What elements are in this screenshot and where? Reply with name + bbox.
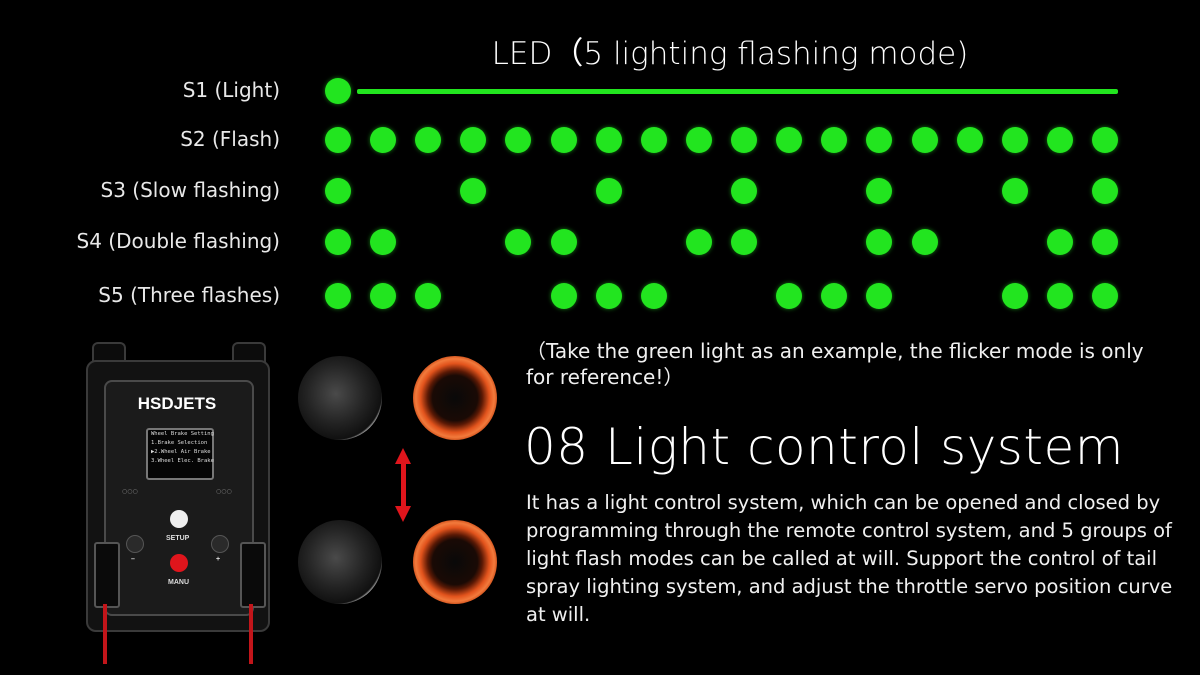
servo-lamp-bottom <box>298 520 382 604</box>
section-heading: 08 Light control system <box>524 418 1124 476</box>
led-dot <box>731 229 758 255</box>
led-dot <box>911 127 938 153</box>
manu-button[interactable] <box>170 554 188 572</box>
led-dot <box>370 127 397 153</box>
led-dot <box>325 229 351 255</box>
connector-left <box>94 542 120 608</box>
led-dot <box>505 229 532 255</box>
minus-button[interactable] <box>126 535 144 553</box>
connector-right <box>240 542 266 608</box>
arrow-down-icon <box>395 506 411 522</box>
led-dot <box>866 283 893 309</box>
led-dot <box>505 127 532 153</box>
mode-label: S2 (Flash) <box>180 127 280 151</box>
led-solid-bar <box>357 89 1118 94</box>
led-dot <box>325 178 351 204</box>
servo-lamp-top <box>298 356 382 440</box>
manu-label: MANU <box>168 579 189 586</box>
setup-label: SETUP <box>166 535 190 542</box>
led-dot <box>731 127 758 153</box>
oled-screen: Wheel Brake Setting 1.Brake Selection ▶2… <box>146 428 214 480</box>
led-dot <box>595 178 622 204</box>
led-dot <box>460 127 487 153</box>
led-dot <box>866 127 893 153</box>
led-dot <box>911 229 938 255</box>
minus-label: – <box>131 556 135 563</box>
plus-label: + <box>216 556 221 563</box>
setup-button[interactable] <box>170 510 188 528</box>
mode-label: S4 (Double flashing) <box>76 229 281 253</box>
led-dot <box>640 127 667 153</box>
indicator-dots-left: ○○○ <box>122 488 138 495</box>
led-dot <box>550 127 577 153</box>
led-dot <box>1046 283 1073 309</box>
led-dot <box>370 229 397 255</box>
led-dot <box>415 283 442 309</box>
screen-line: Wheel Brake Setting <box>151 431 214 437</box>
led-dot <box>550 283 577 309</box>
wire-left <box>103 604 107 664</box>
led-dot <box>460 178 487 204</box>
led-dot <box>866 229 893 255</box>
led-dot <box>821 283 848 309</box>
led-dot <box>776 127 803 153</box>
screen-line: ▶2.Wheel Air Brake <box>151 449 211 455</box>
led-dot <box>1092 178 1118 204</box>
led-dot <box>325 283 351 309</box>
orange-led-ring-top <box>413 356 497 440</box>
wire-right <box>249 604 253 664</box>
mode-label: S3 (Slow flashing) <box>100 178 280 202</box>
led-dot <box>1001 178 1028 204</box>
led-dot <box>325 78 351 104</box>
led-dot <box>550 229 577 255</box>
led-dot <box>685 127 712 153</box>
led-dot <box>1046 127 1073 153</box>
led-dot <box>1092 283 1118 309</box>
brand-logo: HSDJETS <box>137 394 217 413</box>
example-note: （Take the green light as an example, the… <box>526 339 1144 389</box>
led-dot <box>325 127 351 153</box>
screen-line: 3.Wheel Elec. Brake <box>151 458 214 464</box>
indicator-dots-right: ○○○ <box>216 488 232 495</box>
screen-line: 1.Brake Selection <box>151 440 208 446</box>
double-arrow-icon <box>401 462 406 510</box>
led-dot <box>685 229 712 255</box>
led-dot <box>415 127 442 153</box>
led-dot <box>370 283 397 309</box>
led-dot <box>1001 127 1028 153</box>
mode-label: S5 (Three flashes) <box>98 283 280 307</box>
plus-button[interactable] <box>211 535 229 553</box>
led-dot <box>595 283 622 309</box>
led-dot <box>866 178 893 204</box>
led-dot <box>956 127 983 153</box>
led-dot <box>595 127 622 153</box>
page-title: LED（5 lighting flashing mode) <box>491 36 969 72</box>
arrow-up-icon <box>395 448 411 464</box>
led-dot <box>821 127 848 153</box>
led-dot <box>640 283 667 309</box>
section-description: It has a light control system, which can… <box>526 491 1173 626</box>
led-dot <box>1092 127 1118 153</box>
led-dot <box>1001 283 1028 309</box>
led-dot <box>1046 229 1073 255</box>
device-face <box>104 380 254 616</box>
led-dot <box>1092 229 1118 255</box>
led-dot <box>776 283 803 309</box>
led-dot <box>731 178 758 204</box>
mode-label: S1 (Light) <box>182 78 280 102</box>
orange-led-ring-bottom <box>413 520 497 604</box>
